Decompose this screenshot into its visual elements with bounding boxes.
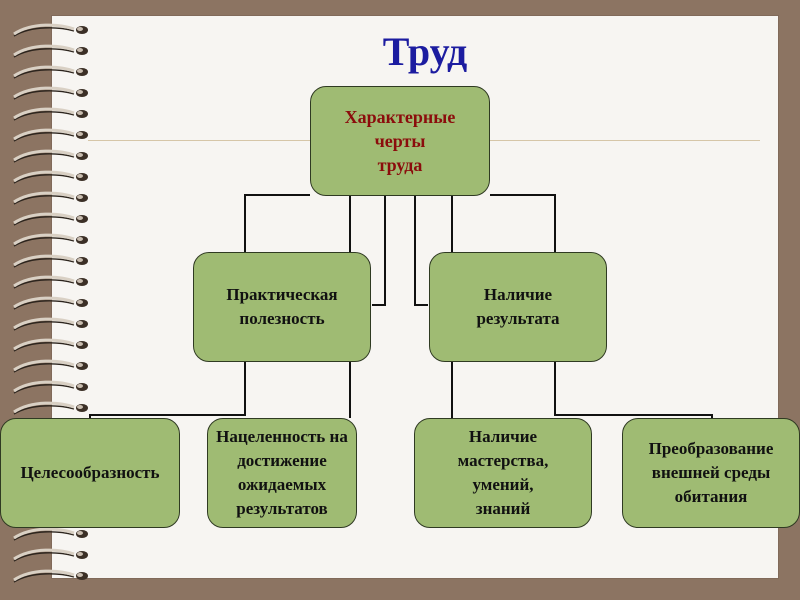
- spiral-ring-icon: [13, 170, 88, 184]
- spiral-ring-icon: [13, 23, 88, 37]
- spiral-ring-icon: [13, 296, 88, 310]
- spiral-ring-icon: [13, 380, 88, 394]
- connector-root-practical-outer: [244, 194, 310, 252]
- spiral-ring-icon: [13, 44, 88, 58]
- page-title: Труд: [382, 29, 468, 74]
- node-goal-orientation: Нацеленность на достижение ожидаемых рез…: [207, 418, 357, 528]
- spiral-ring-icon: [13, 191, 88, 205]
- spiral-ring-icon: [13, 401, 88, 415]
- spiral-ring-icon: [13, 65, 88, 79]
- spiral-ring-icon: [13, 548, 88, 562]
- spiral-ring-icon: [13, 527, 88, 541]
- node-characteristic-features-label: Характерные черты труда: [344, 107, 456, 175]
- node-mastery-skills-label: Наличие мастерства, умений, знаний: [457, 427, 549, 518]
- connector-root-practical-inner: [372, 195, 386, 306]
- connector-root-result-inner: [414, 195, 428, 306]
- spiral-ring-icon: [13, 128, 88, 142]
- connector-practical-purpose: [89, 362, 246, 418]
- node-mastery-skills: Наличие мастерства, умений, знаний: [414, 418, 592, 528]
- node-result-presence: Наличие результата: [429, 252, 607, 362]
- node-environment-transformation-label: Преобразование внешней среды обитания: [648, 439, 774, 506]
- node-characteristic-features: Характерные черты труда: [310, 86, 490, 196]
- connector-result-transform: [554, 362, 713, 418]
- spiral-ring-icon: [13, 275, 88, 289]
- spiral-ring-icon: [13, 317, 88, 331]
- spiral-ring-icon: [13, 212, 88, 226]
- node-purposefulness-label: Целесообразность: [20, 463, 160, 482]
- connector-root-result-outer: [490, 194, 556, 252]
- spiral-ring-icon: [13, 338, 88, 352]
- spiral-ring-icon: [13, 569, 88, 583]
- spiral-ring-icon: [13, 107, 88, 121]
- spiral-ring-icon: [13, 149, 88, 163]
- node-purposefulness: Целесообразность: [0, 418, 180, 528]
- spiral-ring-icon: [13, 233, 88, 247]
- spiral-ring-icon: [13, 254, 88, 268]
- node-goal-orientation-label: Нацеленность на достижение ожидаемых рез…: [216, 427, 348, 518]
- node-practical-usefulness: Практическая полезность: [193, 252, 371, 362]
- node-environment-transformation: Преобразование внешней среды обитания: [622, 418, 800, 528]
- spiral-ring-icon: [13, 359, 88, 373]
- node-practical-usefulness-label: Практическая полезность: [226, 285, 338, 328]
- node-result-presence-label: Наличие результата: [476, 285, 560, 328]
- spiral-ring-icon: [13, 86, 88, 100]
